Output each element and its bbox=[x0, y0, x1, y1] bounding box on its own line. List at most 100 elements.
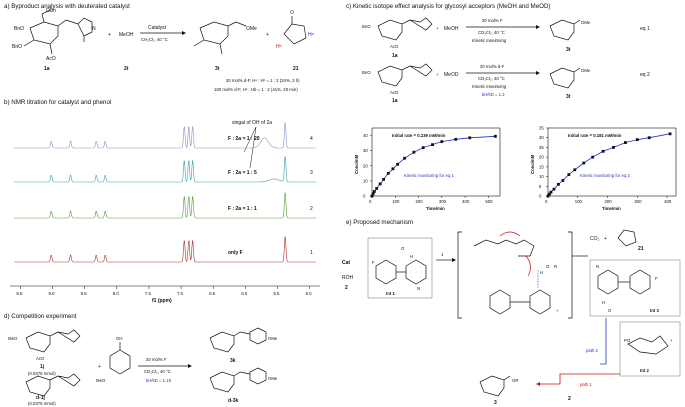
ts-brackets bbox=[457, 231, 573, 319]
y-tick-label: 5 bbox=[539, 184, 542, 189]
data-point bbox=[567, 173, 571, 177]
nmr-tick-label: 9.5 bbox=[16, 291, 23, 296]
x-tick-label: 0 bbox=[545, 199, 548, 204]
aco-d1: AcO bbox=[36, 356, 45, 361]
ome-d3k: OMe bbox=[268, 376, 278, 381]
panel-a: a) Byproduct analysis with deuterated ca… bbox=[4, 3, 314, 92]
obn-label: OBn bbox=[46, 8, 56, 14]
y-tick-label: 15 bbox=[539, 164, 544, 169]
y-tick-label: 25 bbox=[539, 145, 544, 150]
eq2-arrow-head bbox=[536, 71, 540, 75]
arrow-head-a bbox=[182, 31, 186, 35]
compound-d3k: d-3k bbox=[228, 398, 239, 404]
data-point bbox=[582, 161, 586, 165]
nmr-x-label: f1 (ppm) bbox=[152, 298, 172, 304]
o-label: O bbox=[290, 10, 294, 16]
eq1-reagent: MeOH bbox=[444, 26, 459, 32]
co2-plus: + bbox=[604, 236, 607, 242]
nmr-tick-label: 9.0 bbox=[49, 291, 56, 296]
co2-label: CO₂ bbox=[590, 236, 600, 242]
panel-c: c) Kinetic isotope effect analysis for g… bbox=[346, 3, 677, 211]
compound-1j: 1j bbox=[40, 364, 45, 370]
catalyst-label: Catalyst bbox=[148, 25, 167, 31]
x-tick-label: 100 bbox=[392, 199, 400, 204]
int1-h: H bbox=[410, 254, 413, 259]
eq2-sm: 1a bbox=[392, 98, 398, 104]
glycoside-product: OR bbox=[479, 375, 518, 397]
ome-3k: OMe bbox=[268, 336, 278, 341]
product-3t-structure: OMe bbox=[193, 21, 257, 55]
meo-d1: MeO bbox=[8, 336, 18, 341]
result-line-1: 20 mol% d-F, Hᵃ : Hᵇ = 1 : 2 (34%, 3 h) bbox=[226, 78, 300, 83]
bno-label-1: BnO bbox=[14, 26, 24, 32]
path-reagent-2: 2 bbox=[568, 396, 571, 402]
substrate-d1j-structure bbox=[25, 373, 81, 397]
y-tick-label: 40 bbox=[363, 133, 368, 138]
int3-structure: H O N F bbox=[596, 264, 658, 313]
eq2-monitoring: Kinetic monitoring bbox=[472, 84, 507, 89]
int1-f: F bbox=[372, 260, 375, 265]
step1-arrow-head bbox=[452, 258, 456, 262]
compound-1a: 1a bbox=[44, 66, 50, 72]
ome-c1: OMe bbox=[581, 20, 591, 25]
compound-3k: 3k bbox=[230, 358, 236, 364]
panel-d-title: d) Competition experiment bbox=[4, 313, 77, 320]
x-tick-label: 300 bbox=[634, 199, 642, 204]
hb-label: Hᵇ bbox=[276, 44, 282, 50]
panel-b-title: b) NMR titration for catalyst and phenol bbox=[4, 99, 111, 106]
int1-label: Int 1 bbox=[386, 291, 395, 296]
plus-sign: + bbox=[108, 32, 111, 38]
plus-d: + bbox=[98, 364, 101, 370]
int1-box bbox=[367, 237, 433, 299]
x-axis-label: Time/min bbox=[426, 206, 445, 211]
fit-curve bbox=[547, 133, 671, 197]
transition-state-structure: H O R + bbox=[473, 231, 559, 315]
nmr-tick-label: 7.0 bbox=[177, 291, 184, 296]
data-point bbox=[601, 149, 605, 153]
eq2-catalyst: 20 mol% d-F bbox=[480, 64, 505, 69]
kie-d: kH/kD = 1.18 bbox=[146, 378, 172, 383]
nmr-trace-label: F : 2a = 1 : 1 bbox=[228, 206, 257, 212]
int2-label: Int 2 bbox=[640, 368, 649, 373]
nmr-tick-label: 6.5 bbox=[209, 291, 216, 296]
x-tick-label: 400 bbox=[664, 199, 672, 204]
plus-c1: + bbox=[436, 26, 439, 31]
int3-o: O bbox=[608, 308, 612, 313]
data-point bbox=[375, 187, 379, 190]
donor-1a-structure: OBn BnO BnO AcO N bbox=[12, 8, 96, 62]
nmr-trace-index: 1 bbox=[310, 250, 313, 256]
panel-e: e) Proposed mechanism Cat ROH 2 O H N F … bbox=[342, 219, 681, 406]
data-point bbox=[668, 132, 672, 136]
nmr-trace bbox=[14, 192, 316, 219]
conditions-d: CD₂Cl₂, 40 °C bbox=[144, 369, 171, 374]
cat-label: Cat bbox=[342, 260, 350, 266]
data-point bbox=[378, 182, 382, 186]
data-point bbox=[372, 190, 376, 193]
nmr-trace-index: 2 bbox=[310, 206, 313, 212]
y-axis-label: Conc/mM bbox=[354, 154, 359, 174]
y-tick-label: 10 bbox=[539, 174, 544, 179]
int1-structure: O H N F bbox=[372, 246, 427, 291]
path2-label: path 2 bbox=[586, 348, 599, 353]
panel-c-title: c) Kinetic isotope effect analysis for g… bbox=[346, 3, 551, 10]
int1-n: N bbox=[417, 286, 420, 291]
plot-frame bbox=[547, 127, 677, 197]
x-tick-label: 0 bbox=[369, 199, 372, 204]
eq1-monitoring: Kinetic monitoring bbox=[472, 38, 507, 43]
nmr-trace bbox=[14, 156, 316, 183]
compound-21: 21 bbox=[293, 66, 299, 72]
ome-label-a: OMe bbox=[246, 26, 257, 32]
plus-c2: + bbox=[436, 72, 439, 77]
nmr-tick-label: 5.0 bbox=[306, 291, 313, 296]
data-point bbox=[386, 171, 390, 175]
int2-plus: + bbox=[670, 338, 673, 343]
annotation-pointer-2 bbox=[249, 126, 257, 169]
plot-frame bbox=[371, 127, 501, 197]
y-tick-label: 30 bbox=[363, 148, 368, 153]
int3-f: F bbox=[655, 276, 658, 281]
roh-label: ROH bbox=[342, 275, 354, 281]
